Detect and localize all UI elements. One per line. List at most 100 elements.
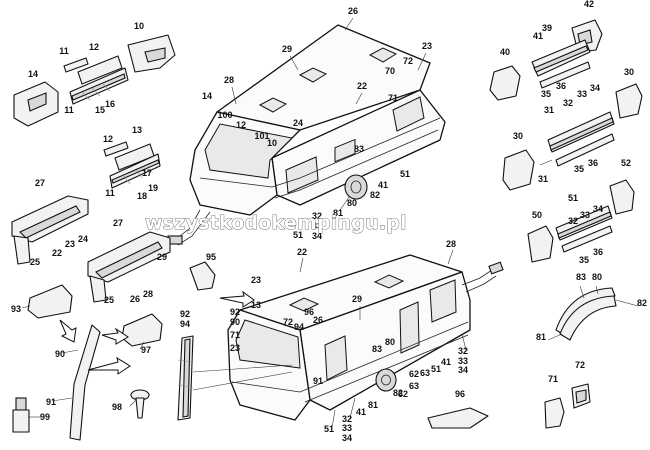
callout-94: 94 (294, 322, 304, 332)
callout-70: 70 (385, 66, 395, 76)
callout-24: 24 (78, 234, 88, 244)
callout-71: 71 (388, 93, 398, 103)
callout-34: 34 (342, 433, 352, 443)
callout-101: 101 (254, 131, 269, 141)
callout-33: 33 (312, 221, 322, 231)
callout-12: 12 (103, 134, 113, 144)
callout-34: 34 (593, 204, 603, 214)
callout-35: 35 (574, 164, 584, 174)
callout-13: 13 (132, 125, 142, 135)
callout-29: 29 (157, 252, 167, 262)
callout-41: 41 (441, 357, 451, 367)
part-96-sketch (427, 407, 489, 429)
callout-22: 22 (52, 248, 62, 258)
callout-16: 16 (105, 99, 115, 109)
callout-51: 51 (293, 230, 303, 240)
right-parts (489, 19, 643, 429)
callout-35: 35 (541, 89, 551, 99)
callout-81: 81 (536, 332, 546, 342)
callout-71: 71 (548, 374, 558, 384)
callout-26: 26 (348, 6, 358, 16)
callout-25: 25 (104, 295, 114, 305)
callout-26: 26 (130, 294, 140, 304)
callout-81: 81 (368, 400, 378, 410)
callout-34: 34 (458, 365, 468, 375)
callout-72: 72 (283, 317, 293, 327)
callout-90: 90 (230, 317, 240, 327)
callout-14: 14 (202, 91, 212, 101)
callout-28: 28 (224, 75, 234, 85)
callout-80: 80 (385, 337, 395, 347)
callout-91: 91 (46, 397, 56, 407)
callout-41: 41 (378, 180, 388, 190)
callout-29: 29 (352, 294, 362, 304)
callout-14: 14 (28, 69, 38, 79)
callout-33: 33 (342, 423, 352, 433)
callout-11: 11 (64, 105, 74, 115)
callout-10: 10 (267, 138, 277, 148)
callout-31: 31 (538, 174, 548, 184)
callout-83: 83 (354, 144, 364, 154)
callout-22: 22 (357, 81, 367, 91)
callout-15: 15 (95, 105, 105, 115)
caravan-bottom-view (227, 254, 504, 421)
callout-17: 17 (142, 168, 152, 178)
callout-11: 11 (59, 46, 69, 56)
callout-32: 32 (458, 346, 468, 356)
callout-25: 25 (30, 257, 40, 267)
callout-34: 34 (590, 83, 600, 93)
callout-24: 24 (293, 118, 303, 128)
callout-96: 96 (455, 389, 465, 399)
callout-34: 34 (312, 231, 322, 241)
callout-50: 50 (532, 210, 542, 220)
callout-33: 33 (458, 356, 468, 366)
caravan-top-view (167, 24, 446, 246)
callout-63: 63 (420, 368, 430, 378)
callout-30: 30 (624, 67, 634, 77)
callout-51: 51 (431, 364, 441, 374)
callout-93: 93 (11, 304, 21, 314)
callout-92: 92 (230, 307, 240, 317)
callout-83: 83 (372, 344, 382, 354)
callout-11: 11 (105, 188, 115, 198)
callout-36: 36 (556, 81, 566, 91)
callout-94: 94 (180, 319, 190, 329)
callout-30: 30 (513, 131, 523, 141)
callout-23: 23 (230, 343, 240, 353)
callout-63: 63 (409, 381, 419, 391)
left-parts (11, 34, 293, 441)
callout-35: 35 (579, 255, 589, 265)
callout-97: 97 (141, 345, 151, 355)
callout-99: 99 (40, 412, 50, 422)
callout-22: 22 (297, 247, 307, 257)
callout-27: 27 (35, 178, 45, 188)
callout-32: 32 (342, 414, 352, 424)
callout-82: 82 (393, 388, 403, 398)
callout-81: 81 (333, 208, 343, 218)
callout-72: 72 (575, 360, 585, 370)
callout-80: 80 (347, 198, 357, 208)
callout-83: 83 (576, 272, 586, 282)
callout-90: 90 (55, 349, 65, 359)
callout-82: 82 (370, 190, 380, 200)
callout-82: 82 (637, 298, 647, 308)
callout-23: 23 (65, 239, 75, 249)
callout-80: 80 (592, 272, 602, 282)
callout-26: 26 (313, 315, 323, 325)
callout-36: 36 (593, 247, 603, 257)
callout-28: 28 (446, 239, 456, 249)
callout-41: 41 (533, 31, 543, 41)
callout-41: 41 (356, 407, 366, 417)
callout-12: 12 (89, 42, 99, 52)
callout-72: 72 (403, 56, 413, 66)
watermark-text: wszystkodokempingu.pl (145, 212, 407, 234)
callout-13: 13 (251, 300, 261, 310)
callout-33: 33 (577, 89, 587, 99)
callout-40: 40 (500, 47, 510, 57)
callout-100: 100 (217, 110, 232, 120)
callout-33: 33 (580, 210, 590, 220)
callout-23: 23 (422, 41, 432, 51)
